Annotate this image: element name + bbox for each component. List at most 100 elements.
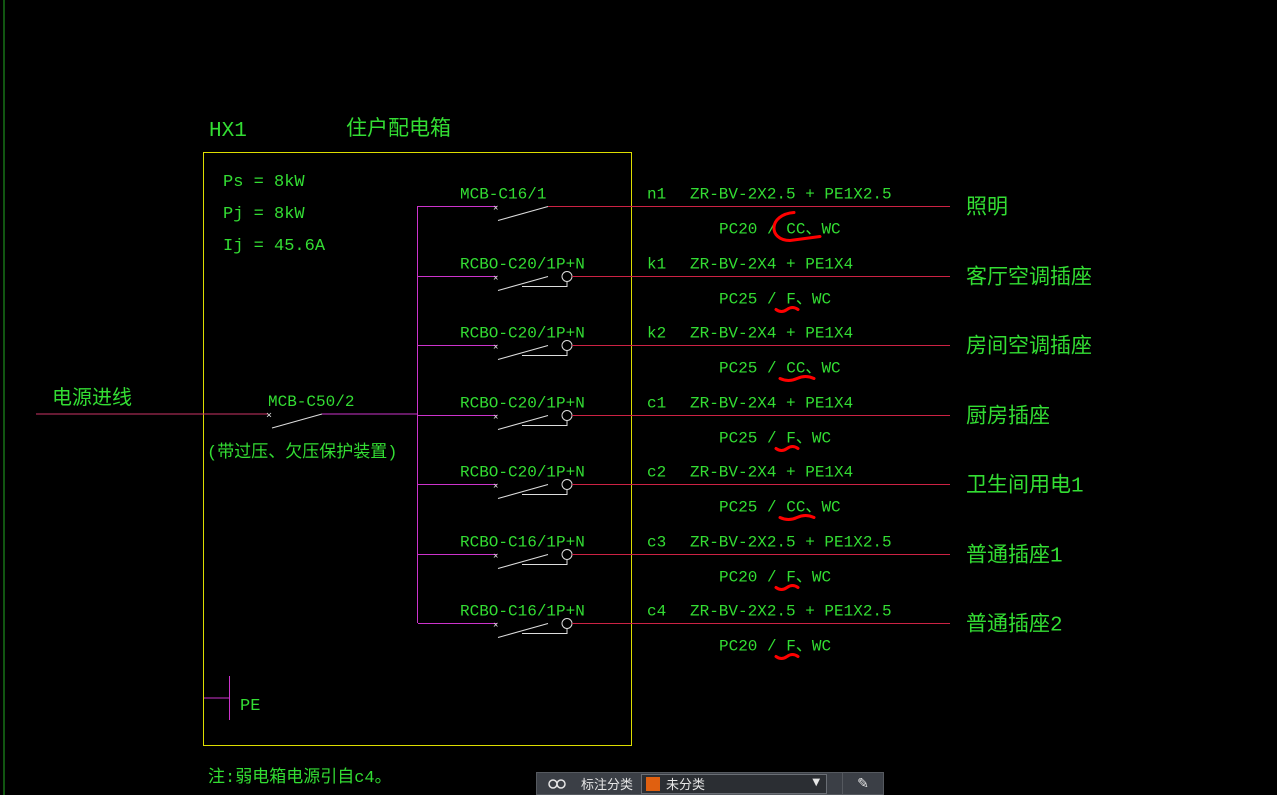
circuit-wiring: WC bbox=[821, 221, 840, 239]
link-icon[interactable] bbox=[537, 773, 577, 794]
main-breaker-switch bbox=[271, 413, 323, 429]
circuit-conduit: PC20 bbox=[719, 221, 757, 239]
circuit-load-name: 普通插座2 bbox=[966, 613, 1063, 638]
circuit-laying: CC bbox=[786, 499, 805, 517]
separator: / bbox=[757, 638, 786, 656]
annotation-category-label: 标注分类 bbox=[581, 778, 634, 793]
circuit-id: k2 bbox=[647, 325, 666, 343]
breaker-switch-line bbox=[497, 206, 549, 221]
separator: 、 bbox=[796, 430, 812, 448]
rcbo-trip-link bbox=[522, 489, 568, 495]
breaker-switch-line bbox=[497, 554, 549, 569]
panel-note: 注:弱电箱电源引自c4。 bbox=[208, 767, 392, 788]
rcbo-trip-link bbox=[522, 350, 568, 356]
breaker-switch-line bbox=[497, 345, 549, 360]
incoming-label: 电源进线 bbox=[52, 386, 132, 411]
circuit-load-name: 卫生间用电1 bbox=[966, 474, 1084, 499]
red-annotation-mark bbox=[778, 375, 816, 382]
red-annotation-mark bbox=[774, 584, 800, 591]
breaker-x-mark: × bbox=[493, 274, 498, 284]
red-annotation-mark bbox=[774, 306, 800, 313]
circuit-cable-spec: ZR-BV-2X4 + PE1X4 bbox=[690, 464, 853, 482]
circuit-cable-spec: ZR-BV-2X2.5 + PE1X2.5 bbox=[690, 603, 892, 621]
circuit-cable-spec: ZR-BV-2X4 + PE1X4 bbox=[690, 325, 853, 343]
separator: / bbox=[757, 360, 786, 378]
circuit-laying: CC bbox=[786, 221, 805, 239]
separator: / bbox=[757, 499, 786, 517]
circuit-laying: F bbox=[786, 638, 796, 656]
category-color-swatch bbox=[646, 776, 661, 791]
circuit-laying-spec: PC20 / F、WC bbox=[719, 638, 831, 656]
annotation-toolbar: 标注分类 未分类 ▼ ✎ bbox=[536, 772, 884, 795]
circuit-id: c2 bbox=[647, 464, 666, 482]
ij-value: Ij = 45.6A bbox=[223, 237, 326, 256]
circuit-breaker-label: RCBO-C16/1P+N bbox=[460, 534, 585, 552]
red-annotation-mark bbox=[774, 445, 800, 452]
circuit-load-name: 房间空调插座 bbox=[966, 335, 1092, 360]
circuit-id: c3 bbox=[647, 534, 666, 552]
circuit-wiring: WC bbox=[821, 499, 840, 517]
separator: / bbox=[757, 430, 786, 448]
circuit-cable-spec: ZR-BV-2X4 + PE1X4 bbox=[690, 395, 853, 413]
rcbo-trip-link bbox=[522, 420, 568, 426]
pe-label: PE bbox=[240, 697, 260, 716]
panel-id: HX1 bbox=[209, 120, 247, 143]
separator: 、 bbox=[805, 221, 821, 239]
circuit-laying-spec: PC25 / F、WC bbox=[719, 291, 831, 309]
rcbo-trip-link bbox=[522, 628, 568, 634]
separator: / bbox=[757, 291, 786, 309]
circuit-id: c1 bbox=[647, 395, 666, 413]
category-select-value: 未分类 bbox=[666, 778, 706, 793]
ps-value: Ps = 8kW bbox=[223, 173, 305, 192]
circuit-laying-spec: PC25 / CC、WC bbox=[719, 499, 841, 517]
circuit-laying: F bbox=[786, 569, 796, 587]
circuit-laying-spec: PC25 / F、WC bbox=[719, 430, 831, 448]
circuit-conduit: PC25 bbox=[719, 360, 757, 378]
breaker-switch-line bbox=[497, 276, 549, 291]
circuit-cable-spec: ZR-BV-2X2.5 + PE1X2.5 bbox=[690, 534, 892, 552]
red-annotation-mark bbox=[778, 514, 816, 521]
red-annotation-mark bbox=[772, 211, 822, 243]
circuit-load-name: 普通插座1 bbox=[966, 544, 1063, 569]
circuit-conduit: PC25 bbox=[719, 430, 757, 448]
circuit-cable-spec: ZR-BV-2X4 + PE1X4 bbox=[690, 256, 853, 274]
circuit-wiring: WC bbox=[821, 360, 840, 378]
circuit-breaker-label: RCBO-C20/1P+N bbox=[460, 325, 585, 343]
circuit-breaker-label: RCBO-C20/1P+N bbox=[460, 256, 585, 274]
separator: 、 bbox=[805, 499, 821, 517]
breaker-x-mark: × bbox=[493, 552, 498, 562]
separator: 、 bbox=[796, 638, 812, 656]
circuit-conduit: PC25 bbox=[719, 499, 757, 517]
separator: / bbox=[757, 569, 786, 587]
annotation-category-select[interactable]: 未分类 ▼ bbox=[641, 773, 828, 794]
circuit-load-name: 厨房插座 bbox=[966, 405, 1050, 430]
breaker-switch-line bbox=[497, 623, 549, 638]
circuit-id: k1 bbox=[647, 256, 666, 274]
circuit-laying: CC bbox=[786, 360, 805, 378]
rcbo-trip-link bbox=[522, 559, 568, 565]
circuit-breaker-label: RCBO-C20/1P+N bbox=[460, 395, 585, 413]
breaker-switch-line bbox=[497, 415, 549, 430]
circuit-id: c4 bbox=[647, 603, 666, 621]
circuit-load-name: 客厅空调插座 bbox=[966, 266, 1092, 291]
panel-box bbox=[203, 152, 632, 746]
circuit-laying: F bbox=[786, 430, 796, 448]
separator: 、 bbox=[805, 360, 821, 378]
breaker-x-mark: × bbox=[493, 621, 498, 631]
main-breaker-label: MCB-C50/2 bbox=[268, 393, 354, 411]
circuit-load-name: 照明 bbox=[966, 197, 1008, 221]
circuit-breaker-label: MCB-C16/1 bbox=[460, 186, 546, 204]
separator: 、 bbox=[796, 291, 812, 309]
circuit-wiring: WC bbox=[812, 569, 831, 587]
main-breaker-note: (带过压、欠压保护装置) bbox=[207, 442, 397, 463]
circuit-id: n1 bbox=[647, 186, 666, 204]
circuit-conduit: PC20 bbox=[719, 569, 757, 587]
circuit-breaker-label: RCBO-C20/1P+N bbox=[460, 464, 585, 482]
main-breaker-x-mark: × bbox=[266, 410, 272, 421]
breaker-x-mark: × bbox=[493, 343, 498, 353]
panel-name: 住户配电箱 bbox=[346, 117, 451, 142]
rcbo-trip-link bbox=[522, 281, 568, 287]
edit-icon[interactable]: ✎ bbox=[842, 773, 883, 794]
